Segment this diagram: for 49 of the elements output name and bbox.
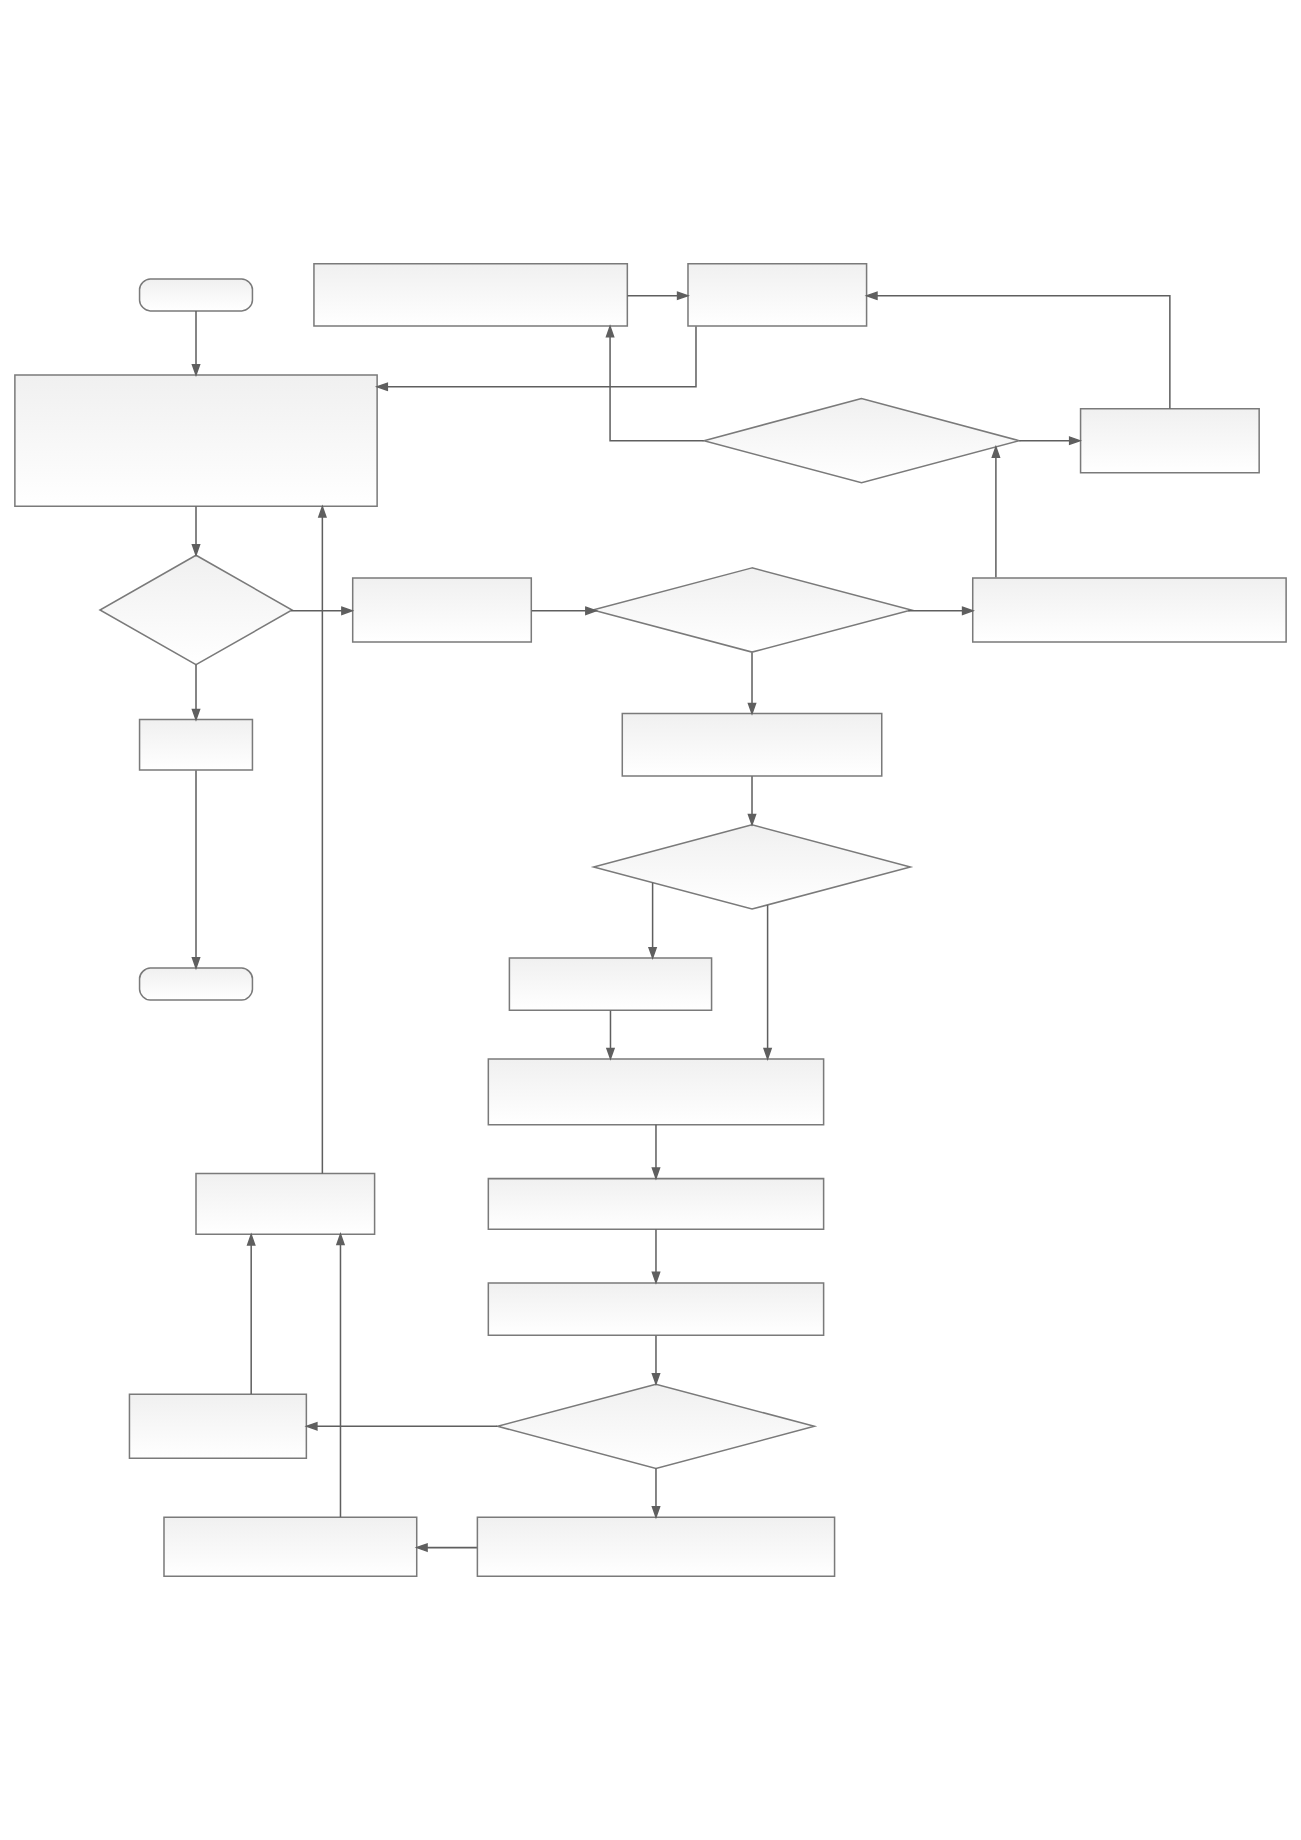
node-oval <box>138 967 254 1001</box>
arrow <box>605 1009 616 1061</box>
arrow <box>317 504 327 1175</box>
node-box <box>508 957 713 1011</box>
arrow <box>191 505 201 558</box>
node-box <box>487 1058 825 1126</box>
node-box <box>313 263 629 327</box>
node-box <box>487 1282 825 1337</box>
arrow <box>191 769 201 971</box>
arrow <box>414 1543 478 1553</box>
node-diamond <box>701 397 1022 484</box>
arrow <box>374 325 697 392</box>
arrow <box>747 775 757 827</box>
arrow <box>651 1467 661 1520</box>
arrow <box>1018 436 1083 446</box>
node-box <box>14 374 378 508</box>
node-box <box>621 712 883 777</box>
arrow <box>648 881 658 961</box>
node-box <box>128 1393 308 1460</box>
arrow <box>747 651 757 716</box>
arrow <box>191 310 201 378</box>
node-box <box>476 1516 836 1577</box>
arrow <box>530 606 599 616</box>
node-oval <box>138 278 254 312</box>
arrow <box>335 1232 346 1518</box>
node-box <box>687 263 868 327</box>
arrow <box>605 324 705 442</box>
arrow <box>763 904 773 1061</box>
arrow <box>626 291 690 301</box>
arrow <box>651 1335 661 1387</box>
node-box <box>971 577 1287 643</box>
node-box <box>1079 407 1260 474</box>
arrow <box>651 1124 661 1181</box>
arrow <box>304 1421 498 1431</box>
node-diamond <box>590 824 914 910</box>
arrow <box>991 444 1001 579</box>
arrow <box>864 291 1171 410</box>
arrow <box>191 664 201 722</box>
node-box <box>163 1516 418 1577</box>
arrow <box>651 1228 661 1285</box>
node-box <box>487 1177 825 1230</box>
arrow <box>290 606 355 616</box>
arrow <box>246 1232 256 1395</box>
node-box <box>195 1172 376 1235</box>
arrow <box>907 606 975 616</box>
node-box <box>138 718 254 771</box>
node-diamond <box>494 1383 818 1470</box>
node-diamond <box>98 554 294 666</box>
node-box <box>351 577 533 643</box>
